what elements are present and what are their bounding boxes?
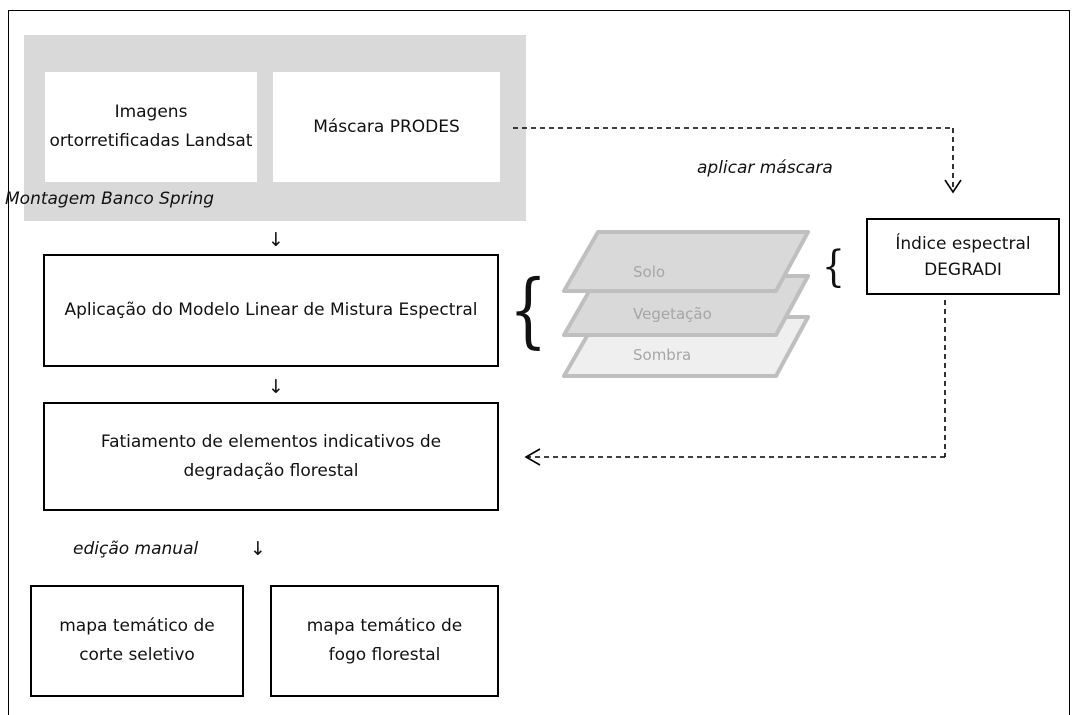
down-arrow-3: ↓ [250,538,266,560]
layer-vegetacao-label: Vegetação [633,305,712,323]
down-arrow-1: ↓ [268,229,284,251]
selective-logging-map-box: mapa temático de corte seletivo [30,585,244,697]
degradi-to-slicing-connector [524,300,946,466]
prodes-mask-box: Máscara PRODES [273,72,500,182]
mixture-model-label: Aplicação do Modelo Linear de Mistura Es… [64,300,478,320]
landsat-images-box: Imagens ortorretificadas Landsat [45,72,257,182]
manual-edit-label: edição manual [73,539,199,559]
layer-solo [562,230,810,293]
apply-mask-connector [513,127,962,194]
prodes-mask-label: Máscara PRODES [313,116,460,137]
forest-fire-map-label: mapa temático de fogo florestal [306,616,463,665]
layer-sombra-label: Sombra [633,346,692,364]
mixture-model-box: Aplicação do Modelo Linear de Mistura Es… [43,254,499,367]
layer-solo-label: Solo [633,263,666,281]
apply-mask-label: aplicar máscara [697,158,833,178]
down-arrow-2: ↓ [268,376,284,398]
degradi-index-label: Índice espectral DEGRADI [895,233,1031,280]
landsat-images-label: Imagens ortorretificadas Landsat [49,102,253,151]
slicing-box: Fatiamento de elementos indicativos de d… [43,402,499,511]
figure-frame [8,10,1070,715]
degradi-index-box: Índice espectral DEGRADI [866,218,1060,295]
large-brace: { [509,263,548,358]
selective-logging-map-label: mapa temático de corte seletivo [59,616,215,665]
forest-fire-map-box: mapa temático de fogo florestal [270,585,499,697]
small-brace: { [822,242,845,292]
slicing-label: Fatiamento de elementos indicativos de d… [100,431,442,481]
spring-database-label: Montagem Banco Spring [5,189,215,209]
